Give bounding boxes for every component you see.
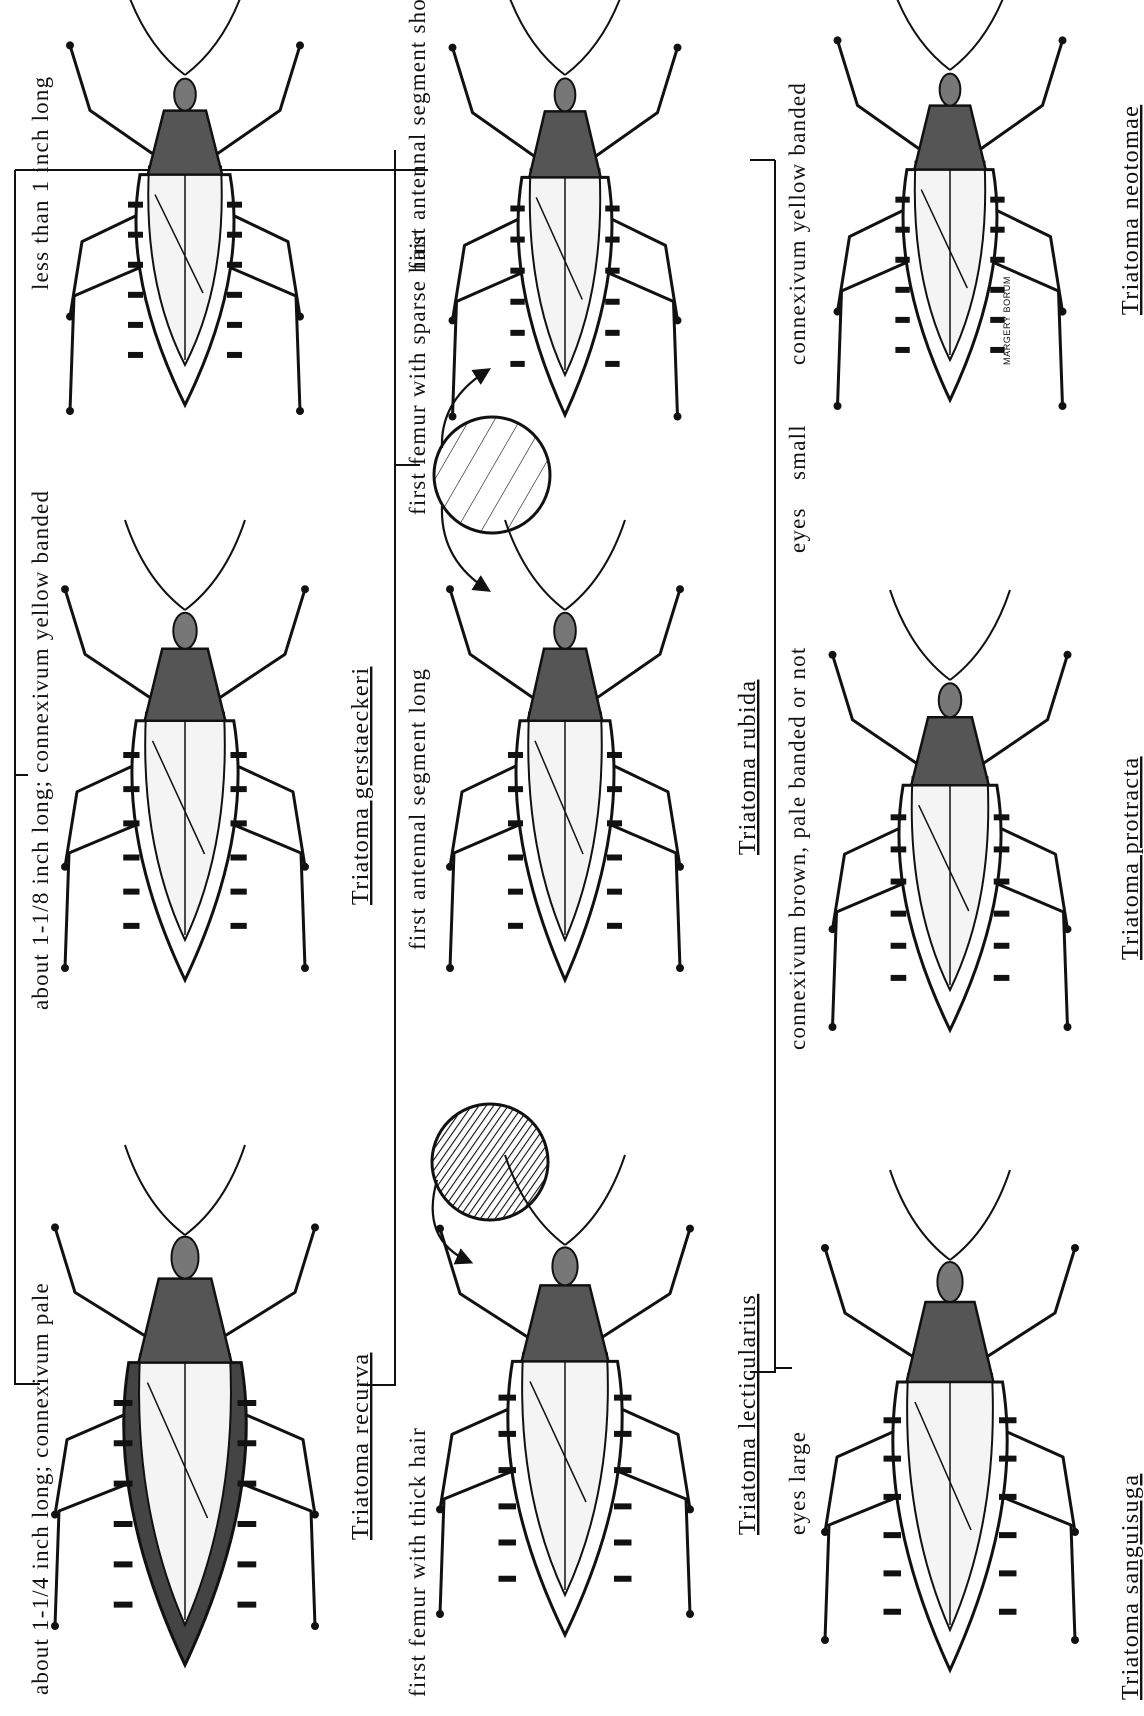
bug-small xyxy=(66,0,304,415)
species-neotomae: Triatoma neotomae xyxy=(1118,105,1144,315)
bug-rubida xyxy=(446,520,684,980)
hair-detail-thick xyxy=(432,1104,548,1262)
bug-illustrations xyxy=(51,0,1079,1670)
species-lecticularius: Triatoma lecticularius xyxy=(735,1294,761,1535)
species-recurva: Triatoma recurva xyxy=(348,1353,374,1540)
species-sanguisuga: Triatoma sanguisuga xyxy=(1118,1474,1144,1700)
label-antenna-long: first antennal segment long xyxy=(405,668,430,950)
label-size-large: about 1-1/4 inch long; connexivum pale xyxy=(28,1282,53,1695)
bug-short xyxy=(449,0,682,421)
label-eyes: eyes xyxy=(785,507,810,553)
label-antenna-short: first antennal segment short xyxy=(405,0,430,270)
hair-detail-sparse xyxy=(434,370,550,590)
species-protracta: Triatoma protracta xyxy=(1118,756,1144,960)
label-connexivum-yellow: connexivum yellow banded xyxy=(785,82,810,365)
label-size-small: less than 1 inch long xyxy=(28,76,53,290)
bug-sanguisuga xyxy=(821,1170,1079,1670)
label-connexivum-brown: connexivum brown, pale banded or not xyxy=(785,647,810,1050)
bug-protracta xyxy=(829,590,1072,1031)
label-femur-thick: first femur with thick hair xyxy=(405,1427,430,1697)
label-size-medium: about 1-1/8 inch long; connexivum yellow… xyxy=(28,490,53,1010)
label-eyes-small: small xyxy=(785,424,810,480)
species-names: Triatoma recurva Triatoma gerstaeckeri T… xyxy=(348,105,1144,1700)
bug-gerstaeckeri xyxy=(61,520,309,980)
species-rubida: Triatoma rubida xyxy=(735,680,761,855)
bug-lecticularius xyxy=(436,1155,694,1635)
artist-signature: MARGERY BORUM xyxy=(1002,276,1012,365)
bug-neotomae xyxy=(834,0,1067,410)
label-femur-sparse: first femur with sparse hair xyxy=(405,232,430,515)
label-eyes-large: eyes large xyxy=(785,1431,810,1535)
species-gerstaeckeri: Triatoma gerstaeckeri xyxy=(348,667,374,905)
bug-recurva xyxy=(51,1145,319,1665)
